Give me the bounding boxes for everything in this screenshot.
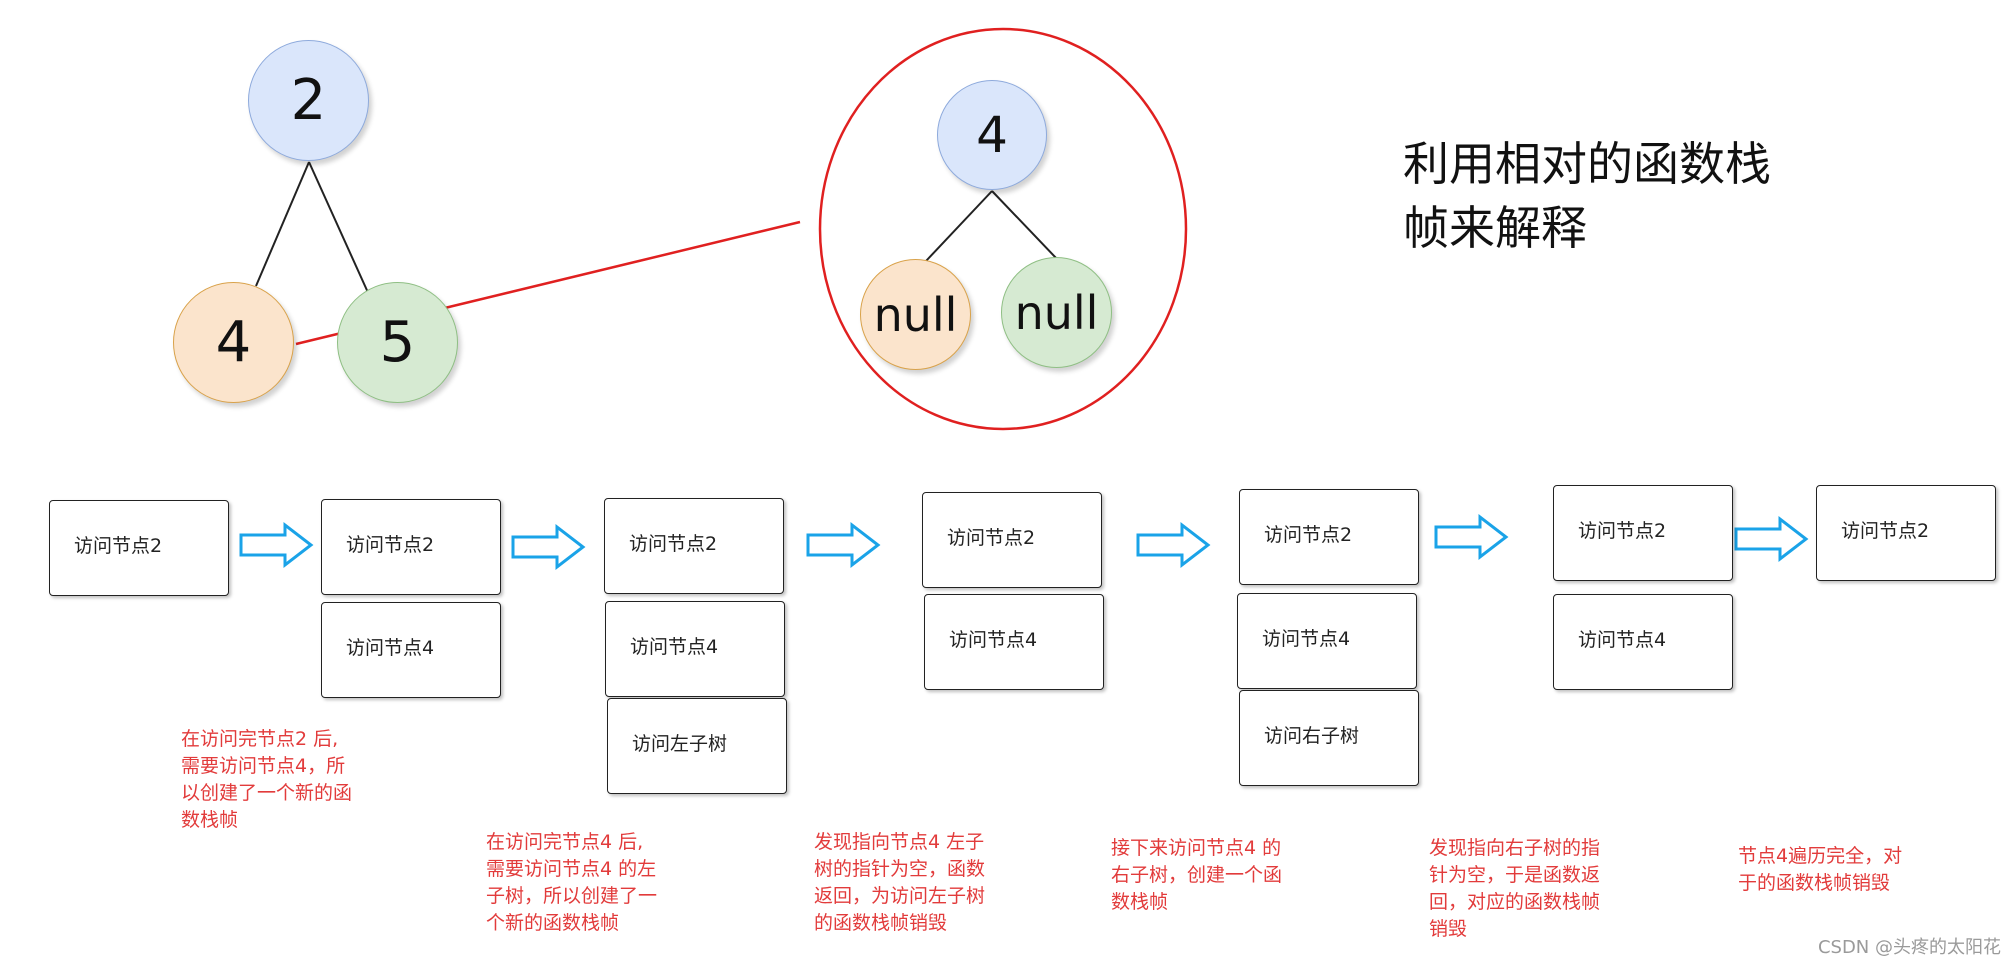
stack-frame-label: 访问节点2 [629,533,718,555]
stack-frame: 访问节点2 [1816,485,1996,581]
note-line: 销毁 [1429,918,1468,940]
heading-line-1: 利用相对的函数栈 [1403,137,1771,191]
note-line: 以创建了一个新的函 [181,782,353,804]
arrow-icon [511,523,586,571]
stack-frame: 访问节点2 [49,500,229,596]
stack-frame-label: 访问节点2 [1264,524,1353,546]
stack-frame-label: 访问节点4 [630,636,719,658]
stack-frame: 访问节点2 [604,498,784,594]
note-line: 在访问完节点2 后, [181,728,339,750]
note-line: 数栈帧 [181,809,239,831]
heading: 利用相对的函数栈 帧来解释 [1403,132,1771,260]
stack-frame-label: 访问左子树 [632,733,728,755]
stack-frame-label: 访问节点2 [947,527,1036,549]
note-line: 子树，所以创建了一 [486,885,658,907]
note-2: 在访问完节点4 后, 需要访问节点4 的左 子树，所以创建了一 个新的函数栈帧 [486,829,657,937]
note-6: 节点4遍历完全，对 于的函数栈帧销毁 [1738,843,1902,897]
edge-2-5 [308,161,371,298]
zoom-node-root-label: 4 [976,106,1008,164]
note-line: 回，对应的函数栈帧 [1429,891,1601,913]
tree-node-right: 5 [337,282,458,403]
stack-frame: 访问节点4 [924,594,1104,690]
zoom-node-right-label: null [1014,285,1099,340]
note-5: 发现指向右子树的指 针为空，于是函数返 回，对应的函数栈帧 销毁 [1429,835,1600,943]
edge-2-4 [255,161,310,287]
note-line: 需要访问节点4 的左 [486,858,657,880]
tree-node-root-label: 2 [290,68,327,133]
watermark: CSDN @头疼的太阳花 [1817,937,2001,958]
note-3: 发现指向节点4 左子 树的指针为空，函数 返回，为访问左子树 的函数栈帧销毁 [814,829,985,937]
note-line: 发现指向右子树的指 [1429,837,1601,859]
note-line: 在访问完节点4 后, [486,831,644,853]
stack-frame-label: 访问节点4 [1578,629,1667,651]
stack-frame-label: 访问节点2 [1841,520,1930,542]
edge-zoom-4-left [925,190,993,262]
stack-frame-label: 访问节点4 [949,629,1038,651]
edge-zoom-4-right [991,190,1058,260]
stack-frame: 访问节点4 [1237,593,1417,689]
stack-frame-label: 访问节点2 [346,534,435,556]
note-line: 树的指针为空，函数 [814,858,986,880]
note-line: 需要访问节点4，所 [181,755,346,777]
stack-frame: 访问左子树 [607,698,787,794]
zoom-node-right: null [1001,257,1112,368]
stack-frame-label: 访问右子树 [1264,725,1360,747]
arrow-icon [1136,521,1211,569]
stack-frame: 访问节点4 [605,601,785,697]
heading-line-2: 帧来解释 [1403,201,1587,255]
tree-node-left: 4 [173,282,294,403]
note-line: 的函数栈帧销毁 [814,912,948,934]
stack-frame: 访问右子树 [1239,690,1419,786]
zoom-node-left-label: null [873,287,958,342]
arrow-icon [806,521,881,569]
note-line: 针为空，于是函数返 [1429,864,1601,886]
stack-frame: 访问节点2 [1239,489,1419,585]
note-line: 个新的函数栈帧 [486,912,620,934]
zoom-circle [818,27,1188,431]
stack-frame: 访问节点2 [1553,485,1733,581]
tree-node-root: 2 [248,40,369,161]
zoom-node-root: 4 [937,80,1047,190]
arrow-icon [239,521,314,569]
note-line: 发现指向节点4 左子 [814,831,985,853]
stack-frame: 访问节点4 [321,602,501,698]
zoom-node-left: null [860,259,971,370]
note-4: 接下来访问节点4 的 右子树，创建一个函 数栈帧 [1111,835,1282,916]
note-line: 节点4遍历完全，对 [1738,845,1903,867]
note-1: 在访问完节点2 后, 需要访问节点4，所 以创建了一个新的函 数栈帧 [181,726,352,834]
stack-frame: 访问节点2 [321,499,501,595]
tree-node-right-label: 5 [379,310,416,375]
stack-frame-label: 访问节点4 [346,637,435,659]
note-line: 于的函数栈帧销毁 [1738,872,1891,894]
note-line: 右子树，创建一个函 [1111,864,1283,886]
arrow-icon [1434,513,1509,561]
tree-node-left-label: 4 [215,310,252,375]
stack-frame-label: 访问节点2 [74,535,163,557]
note-line: 数栈帧 [1111,891,1169,913]
arrow-icon [1734,515,1809,563]
stack-frame-label: 访问节点2 [1578,520,1667,542]
stack-frame: 访问节点4 [1553,594,1733,690]
note-line: 接下来访问节点4 的 [1111,837,1282,859]
note-line: 返回，为访问左子树 [814,885,986,907]
stack-frame-label: 访问节点4 [1262,628,1351,650]
stack-frame: 访问节点2 [922,492,1102,588]
